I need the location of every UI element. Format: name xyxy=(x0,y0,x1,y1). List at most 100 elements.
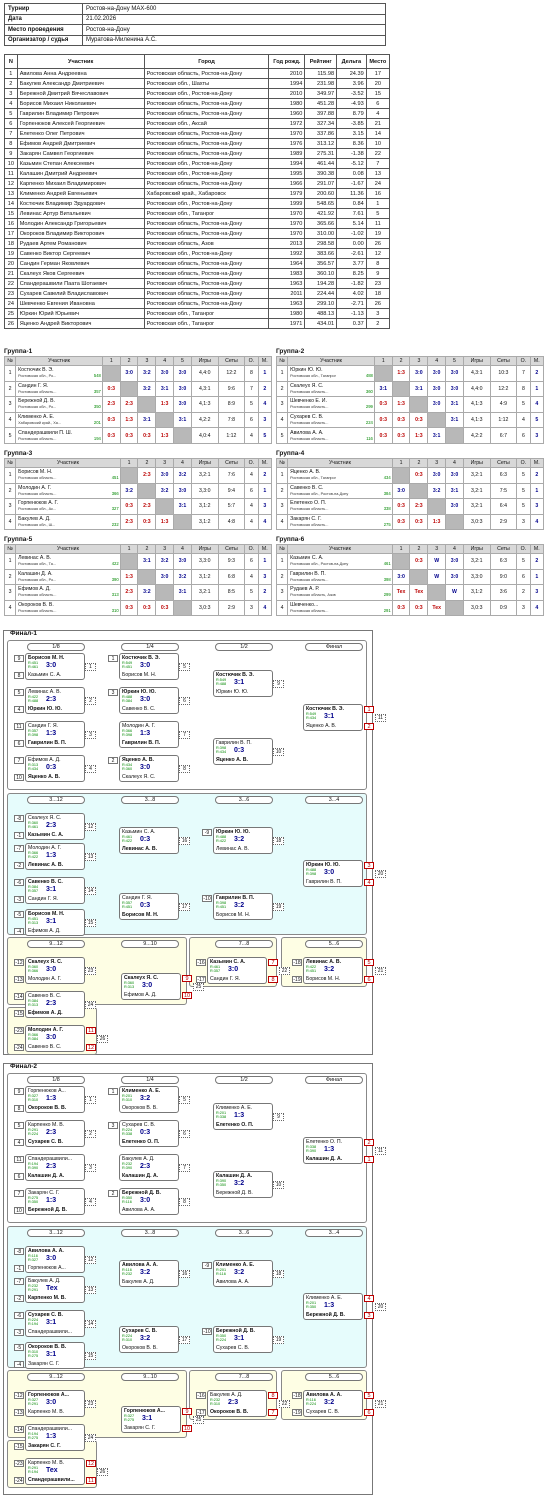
score-cell: 0:3 xyxy=(409,467,429,484)
match-player-2: Молодин А. Г. xyxy=(28,976,62,982)
games-cell: 4,4:0 xyxy=(190,365,219,382)
participant-city: Ростовская область...366 xyxy=(18,491,119,497)
participant-city-text: Ростовская обл., Ро... xyxy=(18,577,57,582)
match-rating-2: R:310 xyxy=(28,1098,39,1102)
group-row-number: 1 xyxy=(275,467,289,484)
bracket-seed: -5 xyxy=(14,911,24,918)
participant-name: Костючик В. Э. xyxy=(18,367,54,374)
table-cell: 3.77 xyxy=(336,258,367,269)
participant-cell: Бакулев А. Д.Ростовская обл., Ш...232 xyxy=(15,513,121,531)
bracket-seed: -23 xyxy=(14,1460,24,1467)
match-player-1: Юркин Ю. Ю. xyxy=(122,689,156,695)
match-number: 25 xyxy=(193,983,204,991)
match-rating-1: R:232 xyxy=(210,1398,221,1402)
place-badge: 9 xyxy=(182,975,192,982)
match-player-2: Борисов М. Н. xyxy=(122,912,159,918)
info-key: Место проведения xyxy=(4,24,83,36)
self-cell xyxy=(445,427,464,444)
score-cell: 0:3 xyxy=(101,427,121,444)
sets-cell: 7:8 xyxy=(217,411,246,429)
self-cell xyxy=(137,568,157,586)
players-col-header: Рейтинг xyxy=(304,54,338,69)
match-player-2: Гаврилин В. П. xyxy=(306,879,342,885)
score-cell: 0:3 xyxy=(155,599,175,617)
table-cell: 2 xyxy=(365,318,391,329)
match-rating-1: R:422 xyxy=(306,965,317,969)
place-badge: 10 xyxy=(182,992,192,999)
table-cell: Ростовская область, Ростов-на-Дону xyxy=(143,218,270,229)
match-score: 2:3 xyxy=(46,822,57,829)
participant-city: Ростовская обл., Ш...232 xyxy=(18,522,119,528)
participant-name: Борисов М. Н. xyxy=(18,469,53,476)
group-col-header: М. xyxy=(257,544,273,554)
match-rating-2: R:434 xyxy=(306,716,317,720)
match-score: 3:0 xyxy=(46,1255,57,1262)
table-cell: 21 xyxy=(4,268,18,279)
match-player-2: Калашин Д. А. xyxy=(122,1173,159,1179)
match-player-2: Горпенюков А... xyxy=(28,1265,66,1271)
match-score: 3:2 xyxy=(234,902,245,909)
sets-cell: 8:5 xyxy=(217,584,246,601)
info-value: 21.02.2026 xyxy=(82,13,386,25)
match-player-1: Карпенко М. В. xyxy=(28,1122,65,1128)
table-cell: Ростовская область, Ростов-на-Дону xyxy=(143,288,270,299)
participant-rating: 338 xyxy=(383,506,391,512)
score-cell: 2:3 xyxy=(119,396,139,413)
